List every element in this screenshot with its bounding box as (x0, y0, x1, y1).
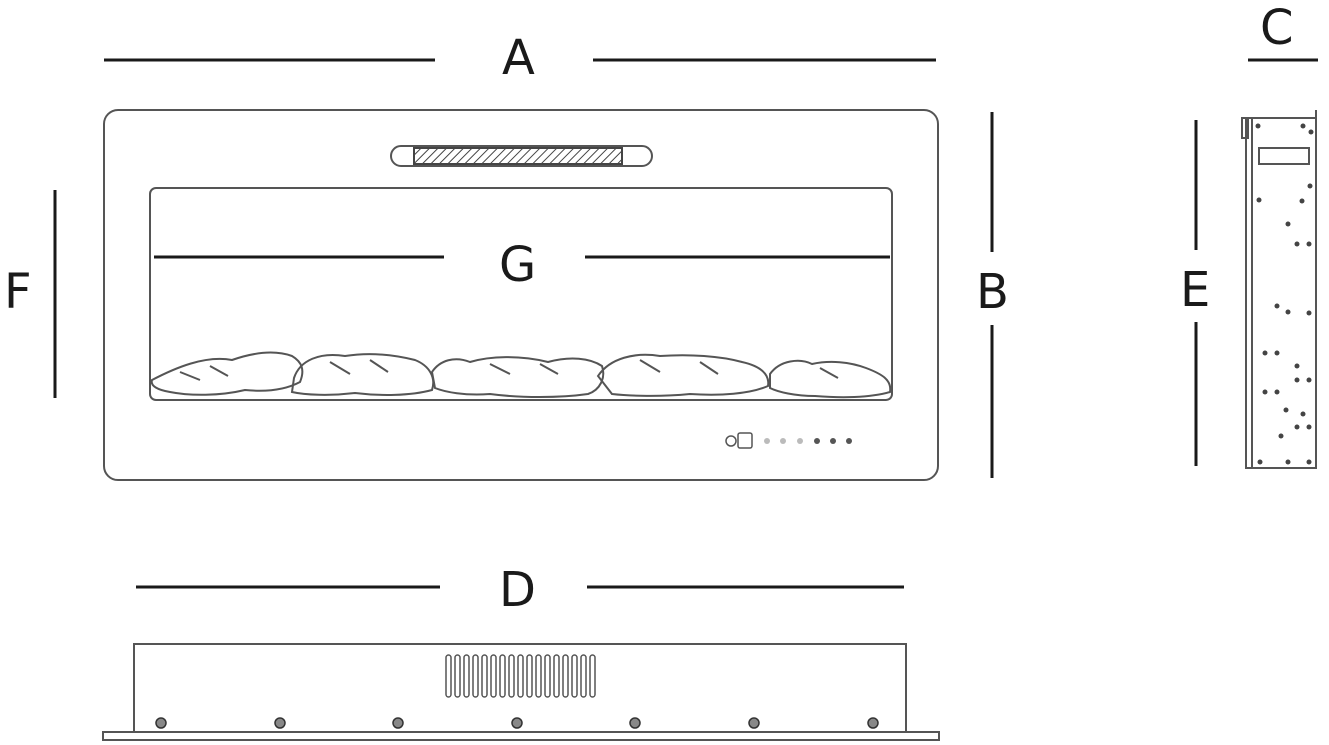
label-e: E (1180, 262, 1211, 318)
top-view-base (102, 731, 940, 741)
top-view (102, 643, 940, 741)
vent-icon (413, 147, 623, 165)
log-set (150, 351, 892, 399)
side-view-dots (1255, 123, 1314, 465)
label-a: A (502, 30, 535, 86)
top-vent-slot (390, 145, 653, 167)
top-view-louvers (445, 654, 596, 698)
side-bracket (1241, 117, 1249, 139)
side-body (1245, 117, 1317, 469)
side-vent (1258, 147, 1310, 165)
label-f: F (4, 264, 32, 320)
label-g: G (499, 237, 537, 293)
label-b: B (976, 264, 1009, 320)
control-panel-icon (725, 432, 852, 449)
side-view (1241, 110, 1317, 469)
label-c: C (1260, 0, 1294, 56)
front-frame (103, 109, 939, 481)
label-d: D (499, 562, 536, 618)
mounting-screws (155, 717, 879, 729)
viewing-window (149, 187, 893, 401)
front-view (103, 109, 939, 481)
